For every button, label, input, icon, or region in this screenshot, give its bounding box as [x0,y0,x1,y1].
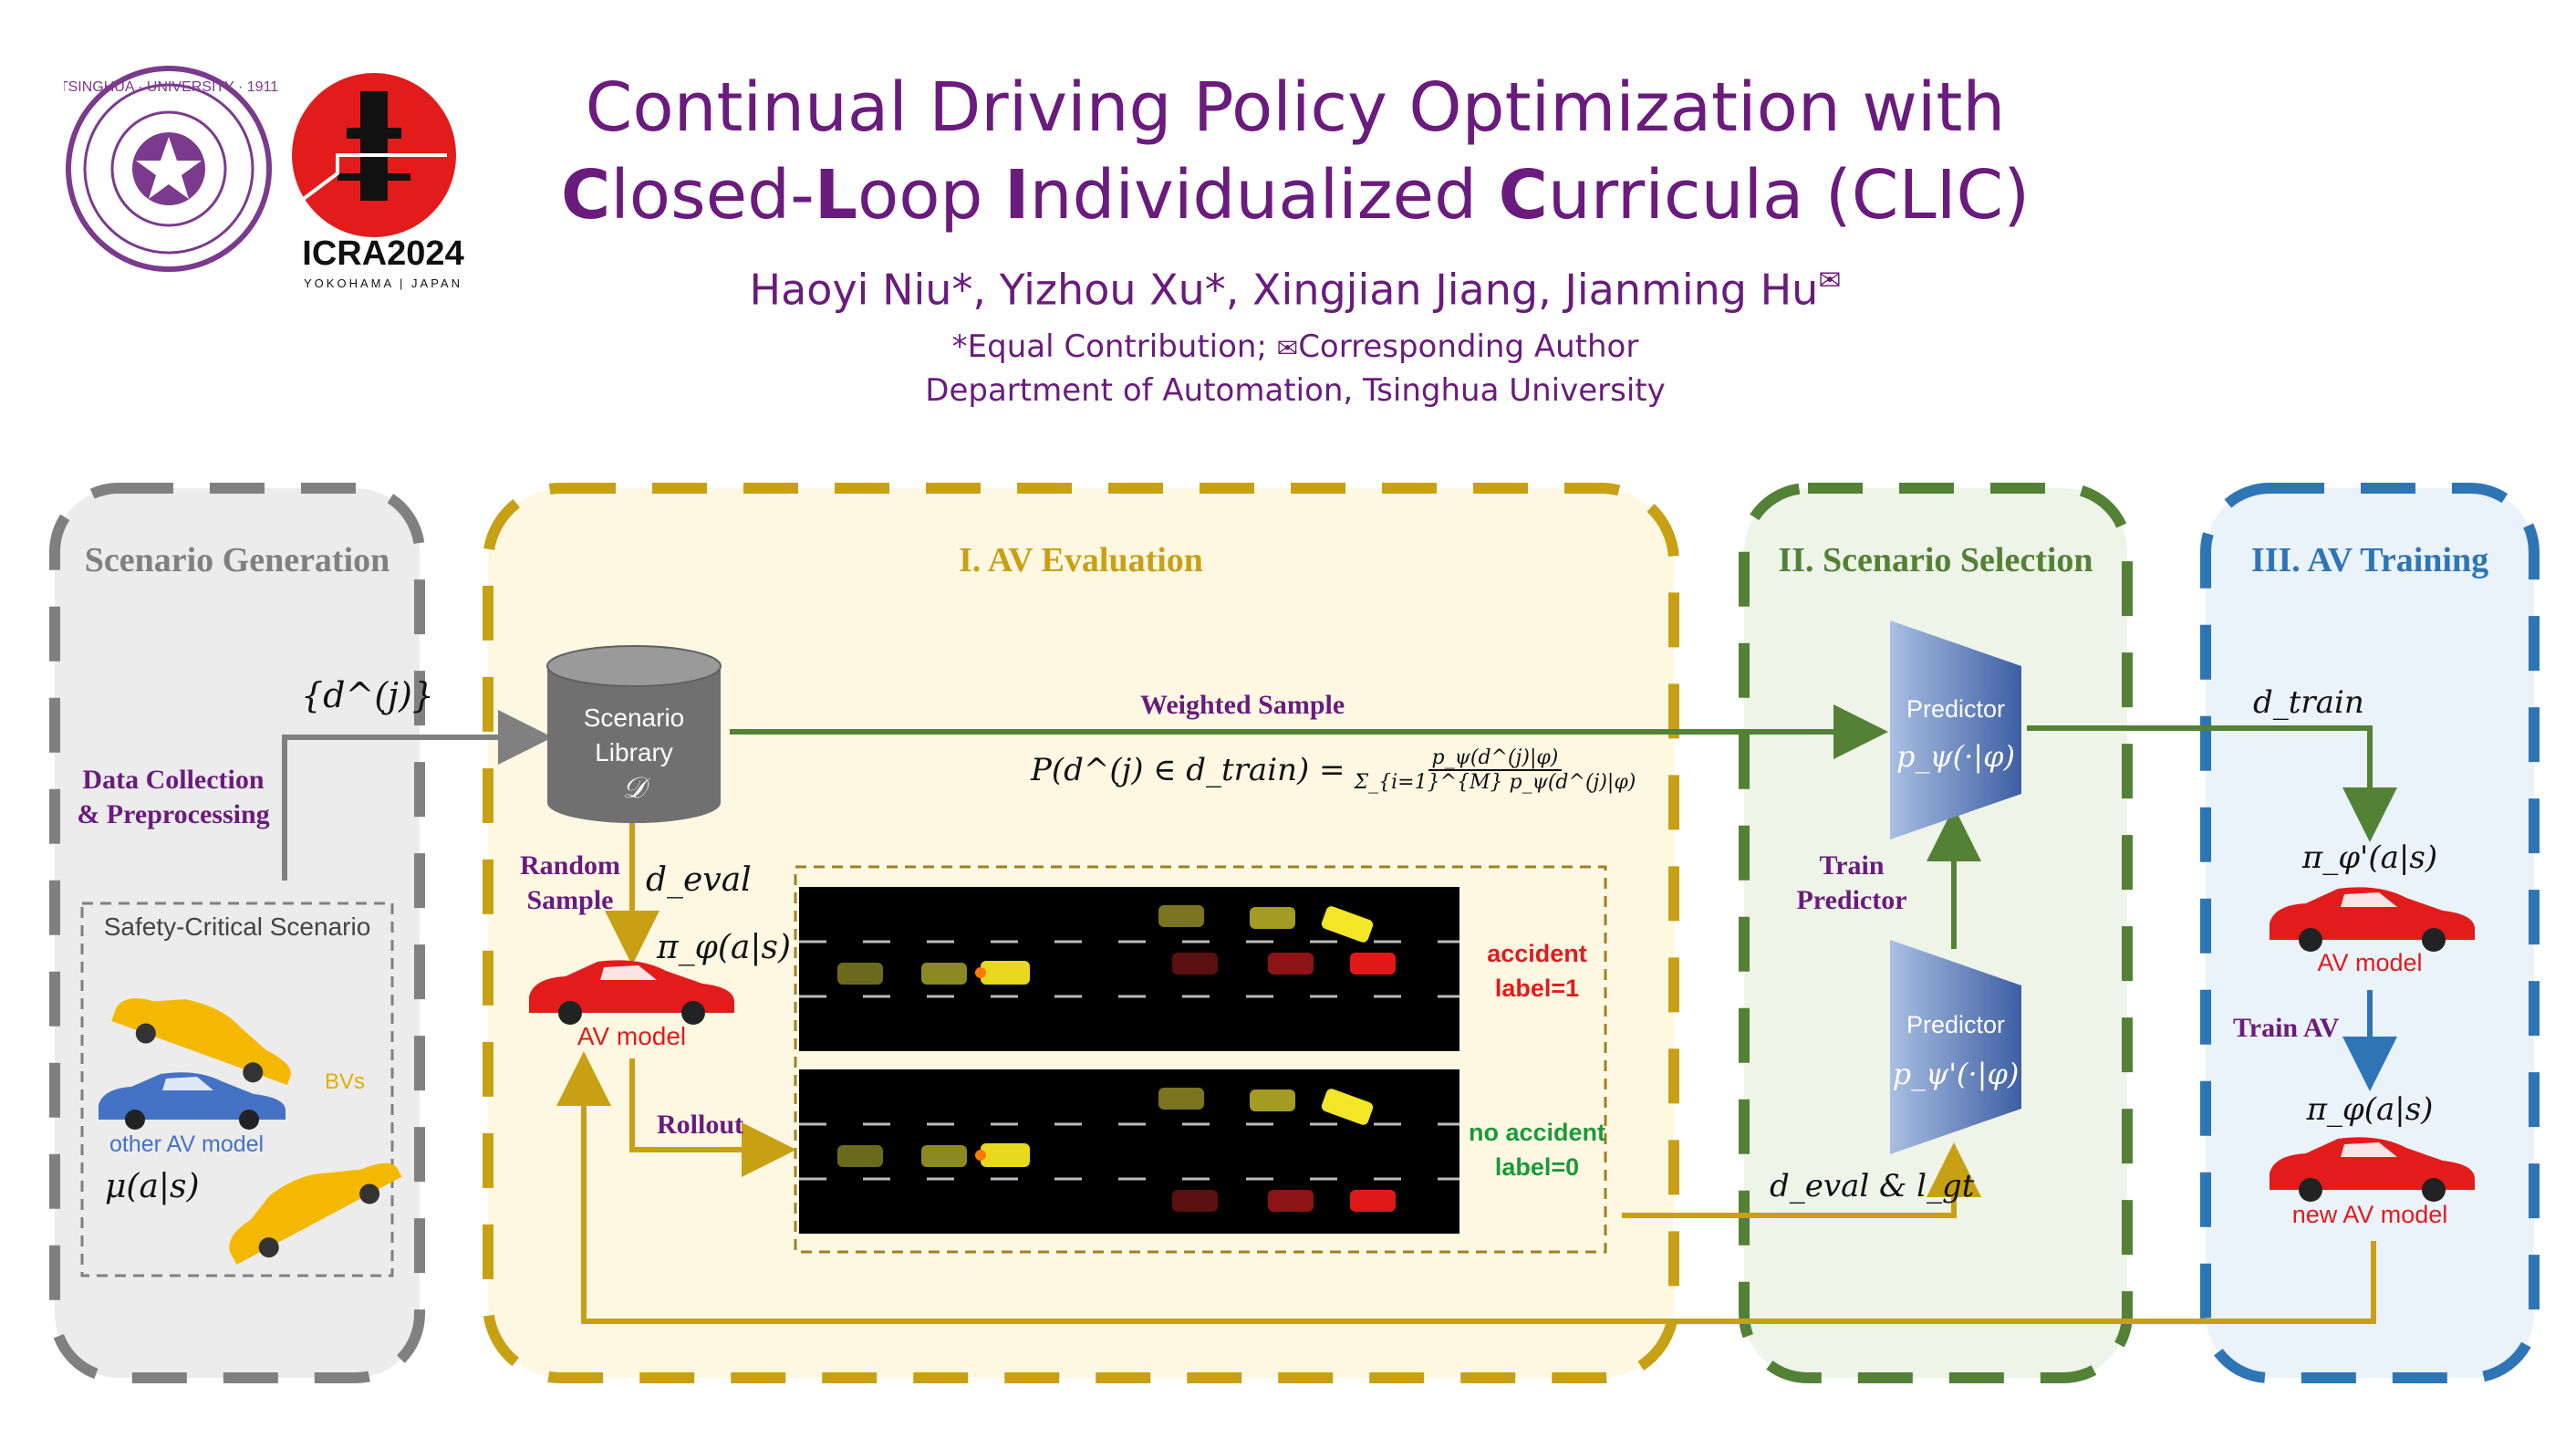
arrow-rollout [629,1058,796,1177]
road-cars-accident [837,905,1396,985]
section-scenario-selection [1739,483,2133,1383]
section-title-training: III. AV Training [2250,541,2489,579]
section-scenario-generation [49,483,425,1383]
no-accident-label: no accident label=0 [1468,1119,1606,1181]
pi-phi-new-label: π_φ(a|s) [2306,1091,2434,1128]
icra-logo: ICRA2024 YOKOHAMA | JAPAN [292,73,464,290]
rollout-results-box [794,865,1607,1254]
section-title-selection: II. Scenario Selection [1778,541,2093,579]
title-line-2: Closed-Loop Individualized Curricula (CL… [560,156,2031,235]
train-av-label: Train AV [2233,1013,2340,1043]
predictor-top-label: Predictor [1906,695,2006,723]
red-car-icon-new-av [2270,1137,2475,1202]
scenario-library-cylinder [546,645,722,823]
section-title-generation: Scenario Generation [84,541,390,579]
envelope-icon: ✉ [1818,265,1842,297]
other-av-label: other AV model [109,1131,265,1157]
predictor-bottom-fn: p_ψ'(·|φ) [1892,1057,2020,1091]
envelope-icon: ✉ [1276,333,1299,363]
accident-label: accident label=1 [1487,940,1587,1002]
mu-policy-label: μ(a|s) [105,1168,200,1205]
yellow-car-icon-bv-2 [229,1162,402,1265]
department: Department of Automation, Tsinghua Unive… [925,372,1666,409]
yellow-car-icon-bv-1 [111,998,291,1085]
authors: Haoyi Niu*, Yizhou Xu*, Xingjian Jiang, … [749,265,1842,315]
logos: TSINGHUA · UNIVERSITY · 1911 ICRA2024 YO… [64,66,464,290]
red-car-icon-av-model [529,960,734,1025]
title-line-1: Continual Driving Policy Optimization wi… [585,68,2006,147]
new-av-model-label: new AV model [2291,1201,2448,1228]
d-eval-label: d_eval [646,861,752,899]
predictor-bottom-label: Predictor [1906,1011,2006,1038]
svg-text:YOKOHAMA | JAPAN: YOKOHAMA | JAPAN [304,276,462,290]
safety-box-title: Safety-Critical Scenario [103,912,371,941]
pi-phi-label: π_φ(a|s) [657,929,792,966]
road-cars-no-accident [837,1088,1396,1212]
red-car-icon-training-av [2270,887,2475,952]
train-predictor-label: Train Predictor [1796,850,1907,915]
data-set-label: {d^(j)} [301,675,434,715]
svg-text:ICRA2024: ICRA2024 [302,235,463,273]
section-title-evaluation: I. AV Evaluation [959,541,1203,579]
tsinghua-seal-logo: TSINGHUA · UNIVERSITY · 1911 [64,66,278,272]
weighted-sample-label: Weighted Sample [1140,690,1345,720]
arrow-feedback-loop [556,1051,2376,1324]
contribution-note: *Equal Contribution; ✉Corresponding Auth… [951,328,1639,365]
av-model-label: AV model [576,1022,687,1050]
weighted-sample-formula: P(d^(j) ∈ d_train) = p_ψ(d^(j)|φ) Σ_{i=1… [1031,746,1636,794]
predictor-bottom-shape [1890,940,2021,1154]
safety-critical-box [80,902,394,1277]
bvs-label: BVs [325,1069,366,1094]
svg-text:TSINGHUA · UNIVERSITY · 1911: TSINGHUA · UNIVERSITY · 1911 [64,79,278,95]
training-av-model-label: AV model [2317,949,2423,976]
library-label: Scenario Library 𝒟 [583,704,685,805]
rollout-label: Rollout [657,1110,744,1140]
arrow-to-library [282,710,553,881]
pi-phi-prime-label: π_φ'(a|s) [2301,839,2438,876]
predictor-top-fn: p_ψ(·|φ) [1896,739,2015,774]
random-sample-label: Random Sample [519,850,621,915]
d-train-label: d_train [2253,684,2364,721]
arrow-to-training [2027,725,2397,842]
arrow-to-bottom-predictor [1622,1142,1981,1218]
predictor-top-shape [1890,620,2021,839]
data-collection-label: Data Collection & Preprocessing [77,765,270,829]
blue-car-icon-other-av [99,1072,286,1130]
deval-lgt-label: d_eval & l_gt [1770,1168,1975,1204]
